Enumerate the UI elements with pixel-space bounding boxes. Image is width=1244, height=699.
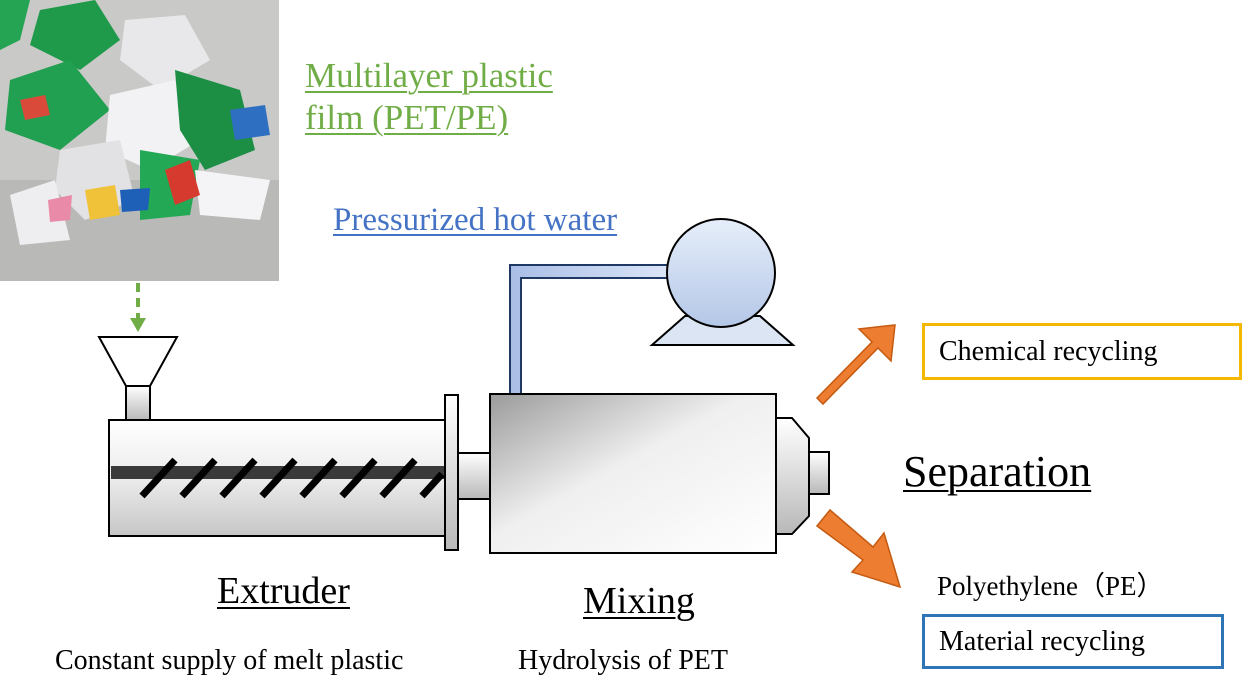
extruder-barrel: [108, 419, 447, 537]
extruder-label: Extruder: [217, 570, 350, 612]
mixing-caption: Hydrolysis of PET: [518, 645, 728, 676]
polyethylene-label: Polyethylene（PE）: [937, 571, 1164, 601]
hopper-icon: [97, 336, 179, 421]
chemical-recycling-label: Chemical recycling: [939, 335, 1158, 367]
material-recycling-label: Material recycling: [939, 625, 1146, 657]
extruder-caption: Constant supply of melt plastic: [55, 645, 404, 676]
mixer-unit: [489, 393, 830, 554]
chemical-recycling-box: Chemical recycling: [922, 323, 1242, 380]
coupling-shaft: [457, 452, 491, 500]
water-pipe: [509, 264, 669, 396]
pump-icon: [649, 218, 796, 346]
arrow-to-material: [815, 508, 902, 589]
flange: [444, 394, 459, 551]
arrow-to-chemical: [815, 324, 896, 406]
water-title: Pressurized hot water: [333, 202, 618, 238]
screw-flights: [139, 457, 445, 499]
plastic-film-photo: [0, 0, 279, 281]
mixing-label: Mixing: [583, 580, 695, 622]
separation-label: Separation: [903, 447, 1092, 496]
feed-arrow: [130, 283, 146, 332]
material-recycling-box: Material recycling: [922, 614, 1224, 669]
film-title: Multilayer plastic film (PET/PE): [305, 56, 553, 137]
